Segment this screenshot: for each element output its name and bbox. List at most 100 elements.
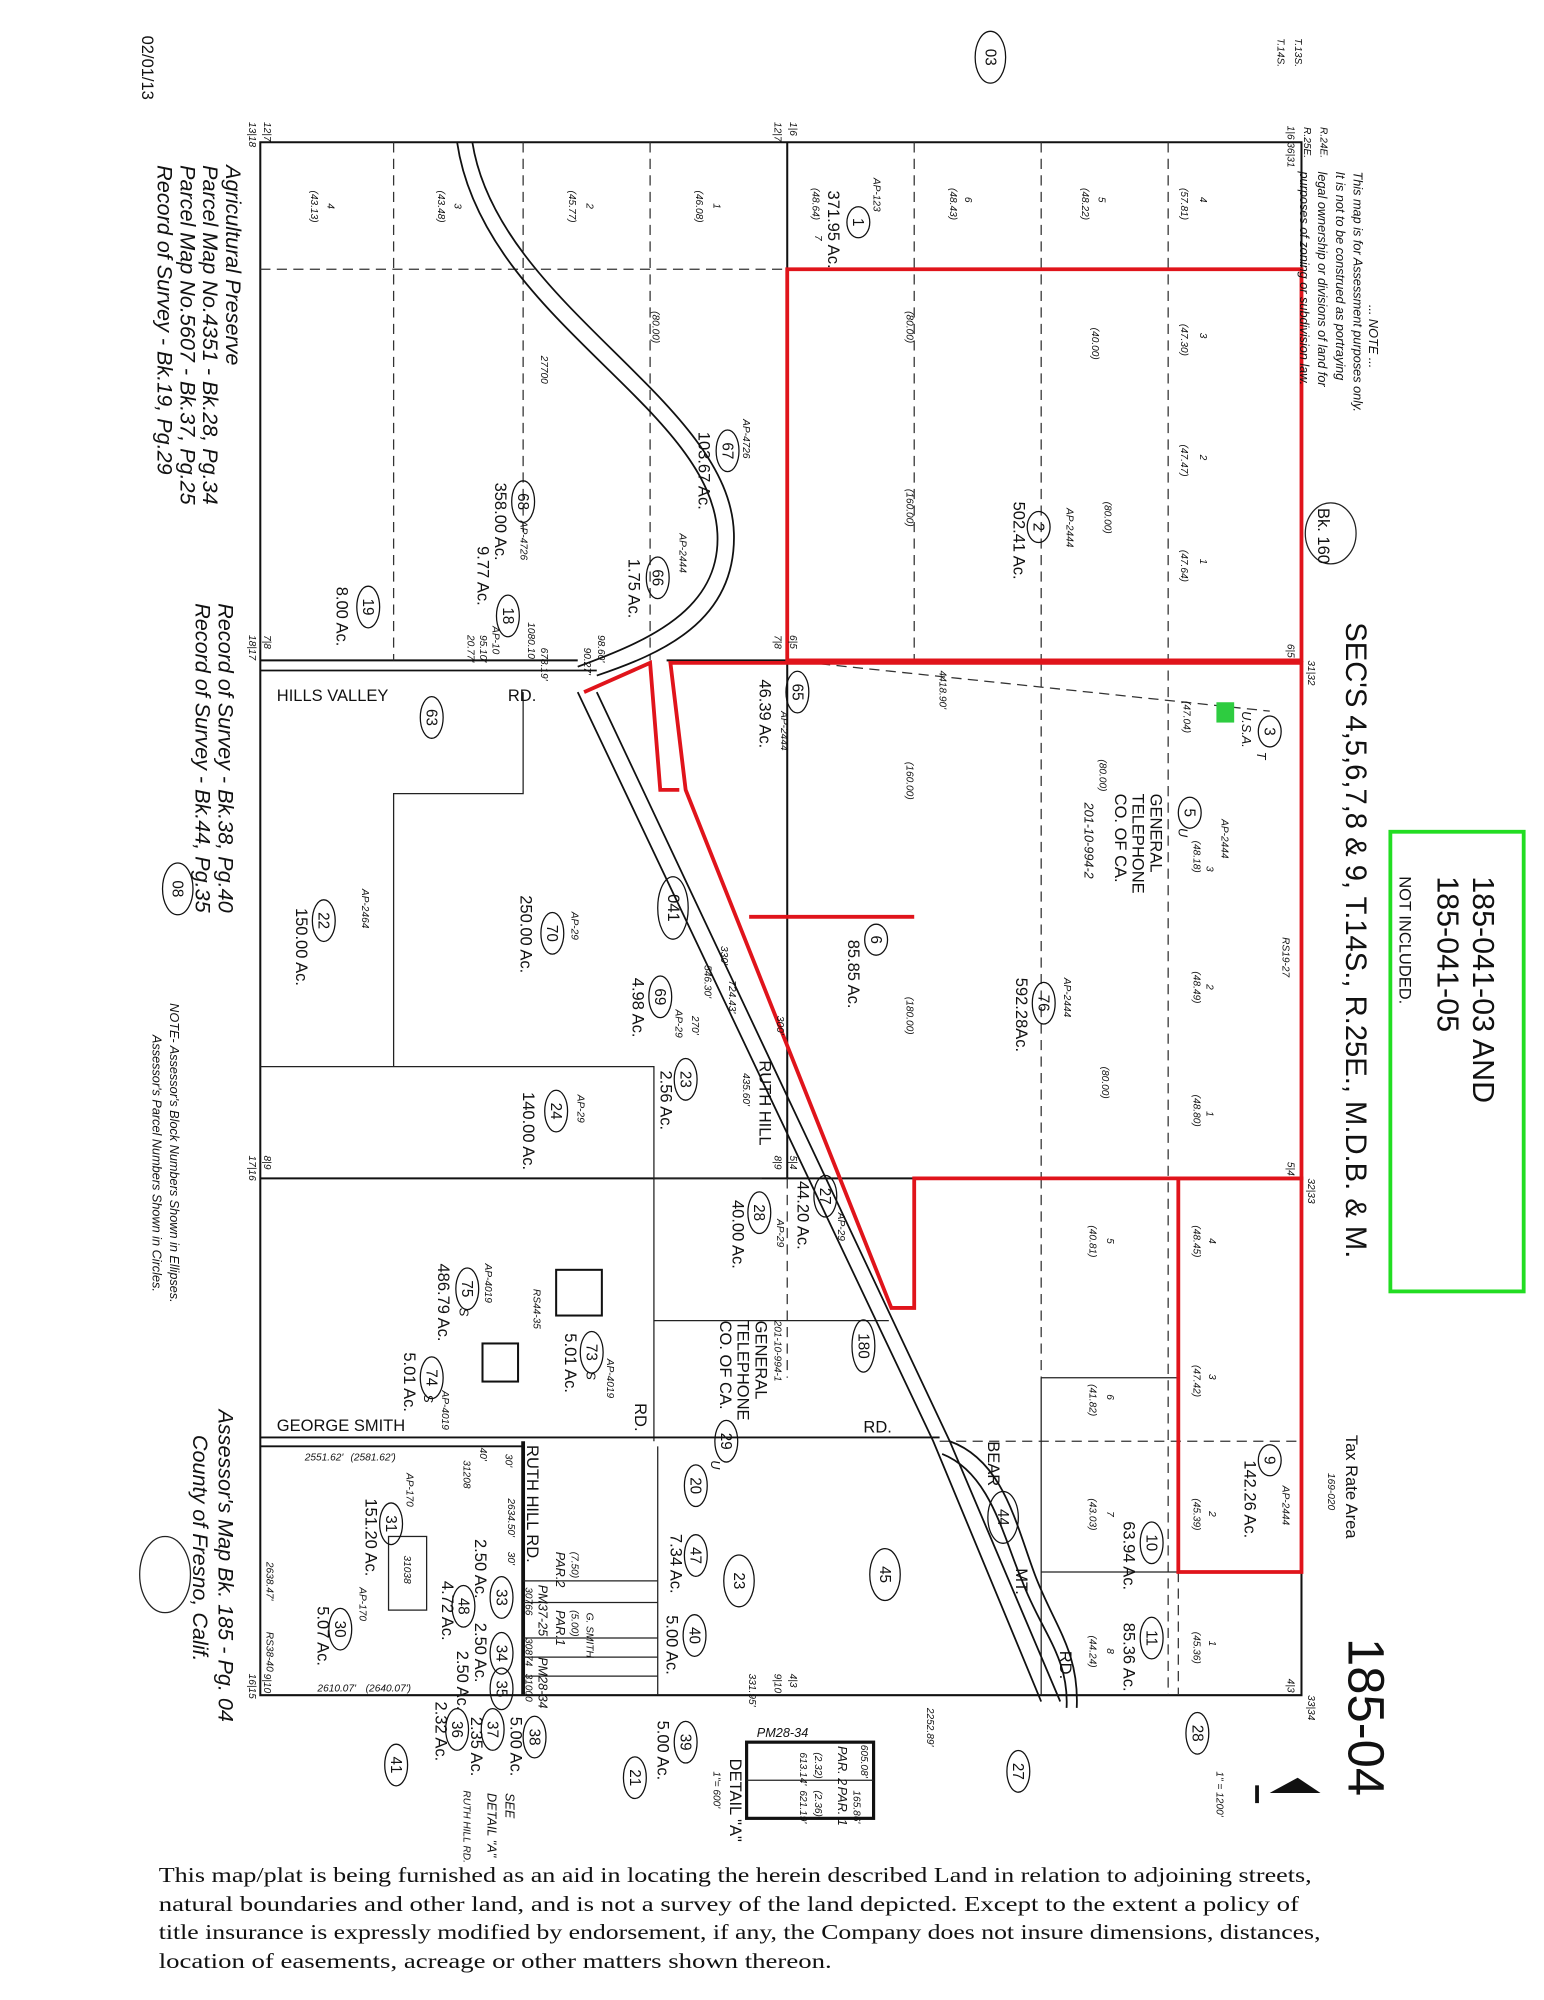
map-label-d605: 605.08' bbox=[858, 1745, 869, 1779]
label-text: HILLS VALLEY bbox=[277, 687, 389, 705]
map-label-l1e_ac: (46.08) bbox=[693, 191, 704, 223]
map-label-p68_ac: 358.00 Ac. bbox=[491, 483, 509, 561]
label-text: 30766 bbox=[523, 1587, 534, 1616]
parcel-circle bbox=[715, 429, 740, 473]
label-text: 02/01/13 bbox=[138, 36, 156, 100]
map-label-p47_ac: 7.34 Ac. bbox=[666, 1534, 684, 1594]
parcel-number-p74: 74 bbox=[419, 1356, 444, 1400]
label-text: SEE bbox=[502, 1793, 516, 1819]
label-text: 29 bbox=[717, 1433, 734, 1450]
map-label-d40: 40' bbox=[477, 1448, 488, 1462]
label-text: 2.56 Ac. bbox=[656, 1070, 674, 1130]
map-label-l2j: 2 bbox=[1203, 983, 1214, 990]
label-text: 76 bbox=[1035, 995, 1052, 1012]
parcel-number-p2: 2 bbox=[1026, 510, 1051, 544]
map-label-see: SEE bbox=[502, 1793, 516, 1819]
map-label-c9_10b: 9|10 bbox=[772, 1674, 783, 1694]
map-label-hvrd: HILLS VALLEY bbox=[277, 687, 389, 705]
label-text: 5.00 Ac. bbox=[663, 1615, 681, 1675]
map-label-ap29a: AP-29 bbox=[568, 911, 579, 941]
map-label-p69_ac: 4.98 Ac. bbox=[628, 978, 646, 1038]
map-label-ap4019c: AP-4019 bbox=[439, 1389, 450, 1430]
map-label-gt6: CO. OF CA. bbox=[716, 1321, 734, 1410]
parcel-circle bbox=[846, 206, 871, 239]
label-text: RS19-27 bbox=[1279, 937, 1290, 977]
label-text: 46.39 Ac. bbox=[755, 679, 773, 748]
label-text: 613.14' bbox=[797, 1752, 808, 1786]
map-label-l8m: 8 bbox=[1104, 1648, 1115, 1654]
map-label-i994_2: 201-10-994-2 bbox=[1081, 802, 1095, 879]
label-text: 6|5 bbox=[787, 635, 798, 649]
map-label-rs4435: RS44-35 bbox=[530, 1289, 541, 1329]
block-ellipse bbox=[723, 1554, 755, 1608]
map-label-ap29c: AP-29 bbox=[575, 1094, 586, 1124]
label-text: 185-041-05 bbox=[1430, 876, 1464, 1032]
map-label-d270: 270' bbox=[689, 1015, 700, 1036]
label-text: S bbox=[584, 1371, 598, 1380]
map-label-e80: (80.00) bbox=[650, 311, 661, 343]
map-label-p3t: T bbox=[1254, 752, 1268, 761]
label-text: 36|31 bbox=[1285, 142, 1296, 167]
map-label-references-0: Agricultural Preserve bbox=[221, 163, 246, 365]
label-text: 4418.90' bbox=[937, 671, 948, 711]
map-label-p39_ac: 5.00 Ac. bbox=[654, 1721, 672, 1781]
label-text: 1|6 bbox=[787, 122, 798, 136]
parcel-number-p27b: 27 bbox=[1006, 1749, 1031, 1793]
label-text: 18 bbox=[499, 607, 516, 624]
label-text: 37 bbox=[484, 1721, 501, 1738]
parcel-number-p37: 37 bbox=[480, 1708, 505, 1751]
label-text: 5.00 Ac. bbox=[654, 1721, 672, 1781]
parcel-circle bbox=[683, 1464, 708, 1508]
block-number-blk041: 041 bbox=[657, 876, 689, 940]
label-text: 28 bbox=[1188, 1725, 1205, 1742]
label-text: (46.08) bbox=[693, 191, 704, 223]
map-label-ap4019a: AP-4019 bbox=[604, 1358, 615, 1399]
map-label-c17_16: 17|16 bbox=[246, 1156, 257, 1182]
label-text: Tax Rate Area bbox=[1342, 1435, 1360, 1539]
block-ellipse bbox=[657, 876, 689, 940]
parcel-circle bbox=[419, 696, 444, 739]
map-label-l6m: 6 bbox=[1104, 1394, 1115, 1400]
label-text: 502.41 Ac. bbox=[1009, 502, 1027, 580]
map-label-i80: (80.00) bbox=[1097, 759, 1108, 791]
label-text: AP-10 bbox=[490, 625, 501, 655]
parcel-circle bbox=[785, 670, 810, 714]
map-label-p74s: S bbox=[421, 1394, 435, 1403]
label-text: 2 bbox=[1197, 454, 1208, 461]
label-text: DETAIL "A" bbox=[485, 1793, 499, 1858]
label-text: 11 bbox=[1143, 1630, 1160, 1646]
parcel-number-p48: 48 bbox=[451, 1584, 476, 1628]
parcel-circle bbox=[540, 911, 565, 955]
map-label-l1n_ac: (45.36) bbox=[1191, 1632, 1202, 1664]
label-text: (48.45) bbox=[1191, 1225, 1202, 1257]
map-label-p75_ac: 486.79 Ac. bbox=[434, 1263, 452, 1341]
parcel-circle bbox=[489, 1575, 514, 1619]
label-text: 2551.62' bbox=[304, 1452, 345, 1463]
map-label-townships-1: T.14S. bbox=[1274, 38, 1285, 67]
label-text: purposes of zoning or subdivision law. bbox=[1297, 170, 1311, 385]
map-label-p73_ac: 5.01 Ac. bbox=[561, 1333, 579, 1393]
parcel-number-p67: 67 bbox=[715, 429, 740, 473]
label-text: (48.43) bbox=[947, 188, 958, 220]
label-text: U.S.A. bbox=[1239, 711, 1253, 748]
label-text: T bbox=[1254, 752, 1268, 761]
label-text: PM28-34 bbox=[757, 1726, 808, 1740]
parcel-circle bbox=[673, 1057, 698, 1101]
map-label-par1_ac: (5.00) bbox=[568, 1610, 579, 1637]
map-label-ap2444b: AP-2444 bbox=[1218, 818, 1229, 859]
label-text: (40.00) bbox=[1089, 328, 1100, 360]
map-label-l4a_ac: (57.81) bbox=[1178, 188, 1189, 220]
parcel-number-p19: 19 bbox=[356, 585, 381, 629]
label-text: CO. OF CA. bbox=[1111, 794, 1129, 883]
label-text: 9|10 bbox=[772, 1674, 783, 1694]
label-text: 151.20 Ac. bbox=[362, 1498, 380, 1576]
map-label-l6c: 6 bbox=[962, 197, 973, 203]
label-text: (160.00) bbox=[904, 489, 915, 527]
label-text: 678.19' bbox=[538, 648, 549, 682]
label-text: 23 bbox=[677, 1071, 694, 1088]
map-label-p37_ac: 2.35 Ac. bbox=[467, 1717, 485, 1777]
map-label-d724: 724.43' bbox=[726, 980, 737, 1014]
block-ellipse bbox=[974, 30, 1007, 84]
map-label-l2n: 2 bbox=[1206, 1510, 1217, 1517]
